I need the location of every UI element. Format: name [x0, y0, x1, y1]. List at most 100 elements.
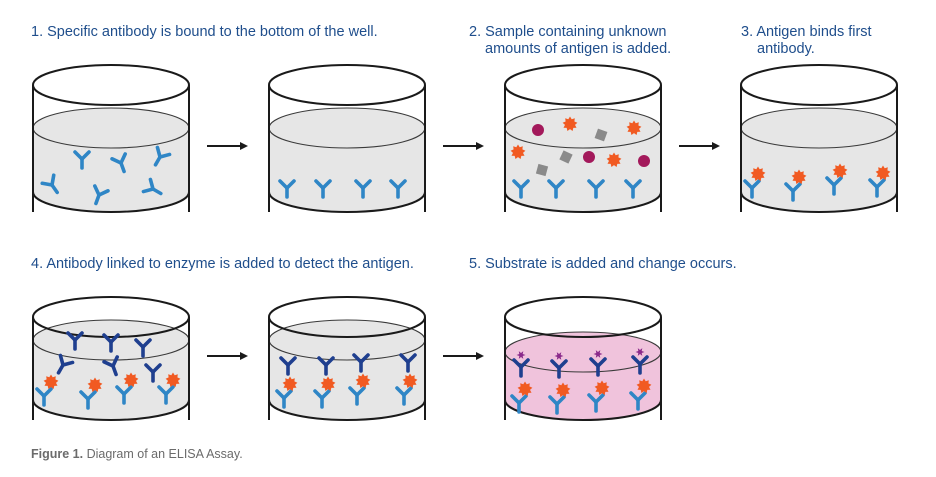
- capture-antibody-icon: [510, 394, 528, 414]
- well-5: [32, 296, 190, 421]
- well-rim: [268, 296, 426, 338]
- arrow-right-icon: [679, 142, 720, 150]
- antigen-icon: [355, 373, 371, 388]
- capture-antibody-icon: [348, 386, 366, 406]
- capture-antibody-icon: [79, 390, 97, 410]
- caption-label: Figure 1.: [31, 447, 84, 461]
- step-1-line-1: 1. Specific antibody is bound to the bot…: [31, 24, 378, 40]
- detection-antibody-icon: [144, 363, 162, 383]
- capture-antibody-icon: [275, 389, 293, 409]
- arrow-right-icon: [207, 352, 248, 360]
- well-bottom-front: [32, 399, 190, 421]
- antigen-icon: [402, 373, 418, 388]
- liquid-surface: [268, 107, 426, 149]
- capture-antibody-icon: [784, 182, 802, 202]
- well-bottom-front: [504, 191, 662, 213]
- step-5-label: 5. Substrate is added and change occurs.: [469, 256, 737, 273]
- antigen-icon: [43, 374, 59, 389]
- capture-antibody-icon: [93, 184, 110, 206]
- well-3: [504, 64, 662, 213]
- antigen-icon: [510, 144, 526, 159]
- capture-antibody-icon: [743, 179, 761, 199]
- well-bottom-front: [268, 191, 426, 213]
- capture-antibody-icon: [110, 152, 127, 174]
- detection-antibody-icon: [589, 357, 607, 377]
- capture-antibody-icon: [587, 393, 605, 413]
- arrow-right-icon: [207, 142, 248, 150]
- antigen-icon: [791, 169, 807, 184]
- well-rim: [504, 64, 662, 106]
- capture-antibody-icon: [153, 145, 172, 167]
- detection-antibody-icon: [279, 356, 297, 376]
- capture-antibody-icon: [629, 391, 647, 411]
- antigen-icon: [750, 166, 766, 181]
- detection-antibody-icon: [512, 358, 530, 378]
- capture-antibody-icon: [115, 385, 133, 405]
- capture-antibody-icon: [354, 179, 372, 199]
- capture-antibody-icon: [40, 173, 59, 195]
- caption-text: Diagram of an ELISA Assay.: [83, 447, 243, 461]
- sample-molecule-icon: [535, 163, 549, 177]
- well-rim: [504, 296, 662, 338]
- detection-antibody-icon: [352, 353, 370, 373]
- capture-antibody-icon: [389, 179, 407, 199]
- well-6: [268, 296, 426, 421]
- detection-antibody-icon: [317, 356, 335, 376]
- step-3-label: 3. Antigen binds first antibody.: [741, 24, 872, 58]
- detection-antibody-icon: [102, 355, 119, 377]
- capture-antibody-icon: [278, 179, 296, 199]
- capture-antibody-icon: [587, 179, 605, 199]
- step-2-line-1: 2. Sample containing unknown: [469, 24, 667, 40]
- detection-antibody-icon: [66, 331, 84, 351]
- capture-antibody-icon: [548, 395, 566, 415]
- antigen-icon: [555, 382, 571, 397]
- arrow-right-icon: [443, 142, 484, 150]
- enzyme-icon: [516, 351, 526, 359]
- capture-antibody-icon: [157, 385, 175, 405]
- capture-antibody-icon: [35, 387, 53, 407]
- capture-antibody-icon: [512, 179, 530, 199]
- well-4: [740, 64, 898, 213]
- antigen-icon: [636, 378, 652, 393]
- sample-molecule-icon: [559, 150, 573, 164]
- enzyme-icon: [635, 348, 645, 356]
- well-rim: [740, 64, 898, 106]
- detection-antibody-icon: [399, 353, 417, 373]
- antigen-icon: [626, 120, 642, 135]
- step-3-line-1: 3. Antigen binds first: [741, 24, 872, 40]
- capture-antibody-icon: [547, 179, 565, 199]
- capture-antibody-icon: [825, 176, 843, 196]
- capture-antibody-icon: [313, 389, 331, 409]
- capture-antibody-icon: [141, 177, 163, 196]
- detection-antibody-icon: [102, 333, 120, 353]
- sample-molecule-icon: [583, 151, 595, 163]
- well-1: [32, 64, 190, 213]
- step-1-label: 1. Specific antibody is bound to the bot…: [31, 24, 378, 41]
- antigen-icon: [562, 116, 578, 131]
- well-bottom-front: [32, 191, 190, 213]
- sample-molecule-icon: [532, 124, 544, 136]
- well-bottom-front: [268, 399, 426, 421]
- step-4-label: 4. Antibody linked to enzyme is added to…: [31, 256, 414, 273]
- step-3-line-2: antibody.: [757, 41, 815, 57]
- well-bottom-front: [740, 191, 898, 213]
- step-4-line-1: 4. Antibody linked to enzyme is added to…: [31, 256, 414, 272]
- well-bottom-front: [504, 399, 662, 421]
- enzyme-icon: [593, 350, 603, 358]
- antigen-icon: [165, 372, 181, 387]
- well-rim: [268, 64, 426, 106]
- detection-antibody-icon: [631, 355, 649, 375]
- capture-antibody-icon: [314, 179, 332, 199]
- antigen-icon: [320, 376, 336, 391]
- antigen-icon: [282, 376, 298, 391]
- enzyme-icon: [554, 352, 564, 360]
- capture-antibody-icon: [868, 178, 886, 198]
- capture-antibody-icon: [73, 150, 91, 170]
- antigen-icon: [594, 380, 610, 395]
- detection-antibody-icon: [56, 353, 75, 375]
- antigen-icon: [832, 163, 848, 178]
- step-5-line-1: 5. Substrate is added and change occurs.: [469, 256, 737, 272]
- antigen-icon: [87, 377, 103, 392]
- well-rim: [32, 64, 190, 106]
